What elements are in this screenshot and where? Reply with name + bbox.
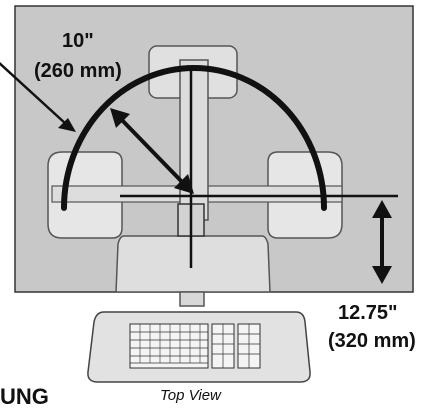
base-platform bbox=[115, 235, 271, 293]
depth-label-mm: (320 mm) bbox=[328, 330, 416, 352]
radius-arrow bbox=[110, 108, 194, 194]
reach-label-mm: (260 mm) bbox=[34, 60, 122, 82]
cut-off-heading: UNG bbox=[0, 384, 49, 409]
depth-label-inches: 12.75" bbox=[338, 302, 398, 324]
keyboard bbox=[129, 323, 261, 369]
leader-arrow bbox=[0, 61, 76, 132]
caption-top-view: Top View bbox=[160, 387, 221, 404]
reach-arc bbox=[61, 65, 327, 211]
vertical-arm bbox=[179, 59, 209, 221]
depth-arrow bbox=[372, 200, 392, 284]
reach-label-inches: 10" bbox=[62, 30, 94, 52]
base-neck bbox=[179, 291, 205, 307]
